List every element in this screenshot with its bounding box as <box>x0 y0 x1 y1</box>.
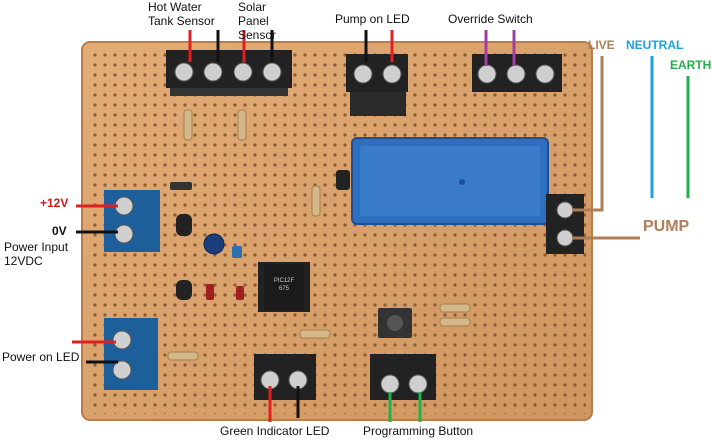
programming-button-terminal-block <box>370 354 436 400</box>
perfboard <box>81 41 593 421</box>
pump-led-terminal-block <box>346 54 408 116</box>
label-plus-12v: +12V <box>40 196 69 210</box>
ic-marking-text: PIC12F 675 <box>274 278 295 292</box>
label-hot-water-tank-sensor: Hot Water Tank Sensor <box>148 0 215 28</box>
label-green-indicator-led: Green Indicator LED <box>220 424 330 438</box>
pointer-lines <box>72 30 690 422</box>
label-live: LIVE <box>588 38 615 52</box>
ic-marking-line: PIC12F <box>274 278 295 284</box>
components <box>167 109 471 361</box>
green-led-terminal-block <box>254 354 316 400</box>
label-neutral: NEUTRAL <box>626 38 684 52</box>
label-pump-on-led: Pump on LED <box>335 12 410 26</box>
power-led-terminal-block <box>104 318 158 390</box>
label-pump: PUMP <box>643 218 690 235</box>
label-override-switch: Override Switch <box>448 12 533 26</box>
label-solar-panel-sensor: Solar Panel Sensor <box>238 0 277 42</box>
pump-terminal-block <box>546 194 584 254</box>
label-power-input: Power Input 12VDC <box>4 240 69 268</box>
ic-marking-line: 675 <box>279 286 290 292</box>
label-0v: 0V <box>52 224 67 238</box>
label-earth: EARTH <box>670 58 712 72</box>
power-input-terminal-block <box>104 190 160 252</box>
label-programming-button: Programming Button <box>363 424 474 438</box>
microcontroller-ic: PIC12F 675 <box>258 262 310 312</box>
relay <box>351 137 549 225</box>
label-power-on-led: Power on LED <box>2 350 80 364</box>
